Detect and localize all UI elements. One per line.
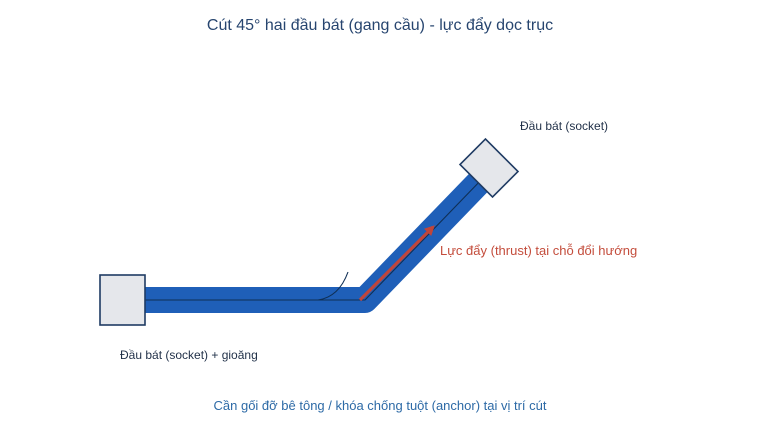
pipe-centerline xyxy=(145,176,485,301)
thrust-label: Lực đẩy (thrust) tại chỗ đổi hướng xyxy=(440,243,637,258)
top-socket-label: Đầu bát (socket) xyxy=(520,119,608,133)
angle-arc xyxy=(317,271,349,301)
thrust-arrow xyxy=(358,225,435,302)
left-socket-label: Đầu bát (socket) + gioăng xyxy=(120,348,258,362)
diagram-title: Cút 45° hai đầu bát (gang cầu) - lực đẩy… xyxy=(207,16,553,34)
left-socket xyxy=(99,274,146,326)
pipe-body xyxy=(145,167,494,313)
anchor-note: Cần gối đỡ bê tông / khóa chống tuột (an… xyxy=(214,398,547,413)
top-socket xyxy=(458,137,520,199)
